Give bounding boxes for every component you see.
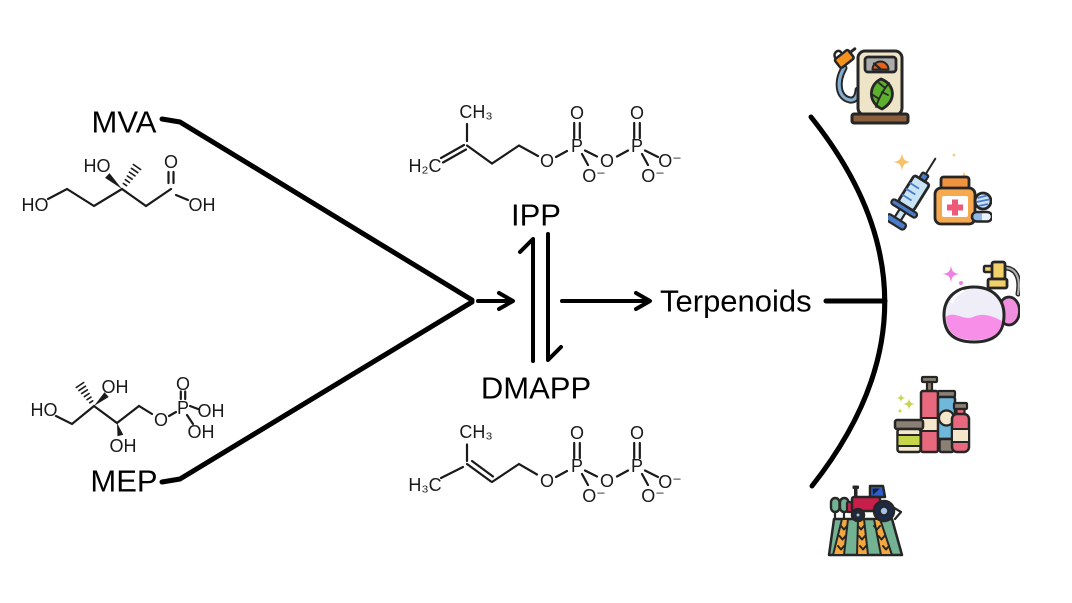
spray-puff-icon (942, 265, 960, 283)
nozzle (833, 47, 857, 69)
atom-label: OH (188, 422, 215, 442)
medicine (888, 152, 992, 231)
atom-label: P (571, 456, 583, 476)
atom-label: O (600, 151, 614, 171)
mevalonate-bonds (46, 163, 190, 208)
sparkle-icon (951, 152, 957, 158)
mep-pathway-line (159, 299, 475, 485)
capsule-pill (970, 210, 992, 223)
round-pill (973, 191, 992, 211)
medical-cross-icon (947, 199, 963, 216)
perfume-atomizer-icon (942, 260, 1020, 344)
atom-label: HO (31, 400, 58, 420)
ipp-label: IPP (511, 198, 561, 233)
atom-label: O⁻ (641, 486, 665, 506)
farm (827, 484, 904, 557)
atom-label: OH (189, 195, 216, 215)
atom-label: O (164, 152, 178, 172)
tractor-field-icon (827, 484, 904, 557)
tractor (845, 484, 903, 523)
field-rows (832, 518, 893, 556)
exhaust-pipe (854, 488, 858, 498)
atom-label: HO (22, 195, 49, 215)
down-harpoon-arrow (546, 232, 563, 362)
atom-label: O (570, 423, 584, 443)
fuel-pump-leaf-icon (833, 47, 910, 125)
fuel-pump (833, 47, 910, 125)
sparkle-icon (893, 153, 911, 171)
atom-label: O⁻ (582, 486, 606, 506)
syringe (888, 157, 937, 231)
mep-structure: HO OH OH O P O OH OH (31, 374, 225, 456)
terpenoids-label: Terpenoids (660, 284, 812, 319)
atom-label: O (570, 103, 584, 123)
applications-bracket (808, 114, 888, 489)
perfume (942, 260, 1020, 344)
atom-label: O (630, 423, 644, 443)
bottle-neck (986, 277, 1009, 290)
atom-label: OH (198, 401, 225, 421)
atom-label: OH (102, 377, 129, 397)
dmapp-structure: CH₃ H₃C O P O O⁻ O P O O⁻ O⁻ (408, 422, 681, 506)
sprayer-cap (990, 260, 1007, 281)
equilibrium-arrows (518, 232, 563, 363)
trees (829, 496, 850, 520)
perfume-liquid (946, 314, 1002, 340)
cosmetic-bottles-icon (893, 375, 971, 454)
atom-label: O (154, 410, 168, 430)
atom-label: CH₃ (459, 422, 492, 442)
atom-label: CH₃ (459, 102, 492, 122)
atom-label: O (630, 103, 644, 123)
mep-bonds (54, 381, 200, 437)
convergence-arrow (476, 291, 515, 311)
ipp-bonds (439, 121, 660, 167)
cab-window (872, 488, 880, 495)
up-harpoon-arrow (518, 237, 535, 363)
atom-label: O⁻ (658, 472, 682, 492)
syringe-medicine-icon (888, 152, 992, 231)
pump-base (850, 112, 910, 125)
atom-label: P (631, 456, 643, 476)
cosmetics (893, 375, 971, 454)
cream-jar (893, 418, 925, 454)
atom-label: P (571, 136, 583, 156)
crop-marks (837, 525, 890, 551)
gauge (871, 60, 890, 71)
atom-label: O⁻ (658, 151, 682, 171)
sparkle-icon (896, 393, 906, 403)
sparkle-icon (897, 408, 903, 414)
atom-label: H₃C (408, 475, 441, 495)
mva-label: MVA (92, 105, 157, 140)
mevalonate-structure: HO HO O OH (22, 152, 216, 215)
lotion-bottle (950, 401, 971, 454)
pump-bottle (919, 375, 940, 454)
dmapp-label: DMAPP (481, 371, 591, 406)
mep-label: MEP (90, 464, 157, 499)
atom-label: O (176, 374, 190, 394)
atom-label: O (540, 471, 554, 491)
leaf-veins (872, 82, 890, 108)
atom-label: O (540, 151, 554, 171)
mva-pathway-line (159, 116, 475, 303)
tractor-cab (868, 484, 887, 499)
atom-label: OH (110, 436, 137, 456)
dmapp-bonds (439, 441, 660, 487)
atom-label: O⁻ (641, 166, 665, 186)
pill-bottle (933, 175, 977, 226)
atom-label: HO (84, 156, 111, 176)
ipp-structure: CH₃ H₂C O P O O⁻ O P O O⁻ O⁻ (409, 102, 682, 186)
atom-label: H₂C (409, 156, 442, 176)
atom-label: P (631, 136, 643, 156)
atom-label: O⁻ (582, 166, 606, 186)
sparkle-icon (903, 398, 915, 410)
atom-label: P (177, 398, 189, 418)
gauge-needle (872, 62, 882, 71)
terpenoids-arrow (560, 291, 652, 311)
atom-label: O (600, 471, 614, 491)
